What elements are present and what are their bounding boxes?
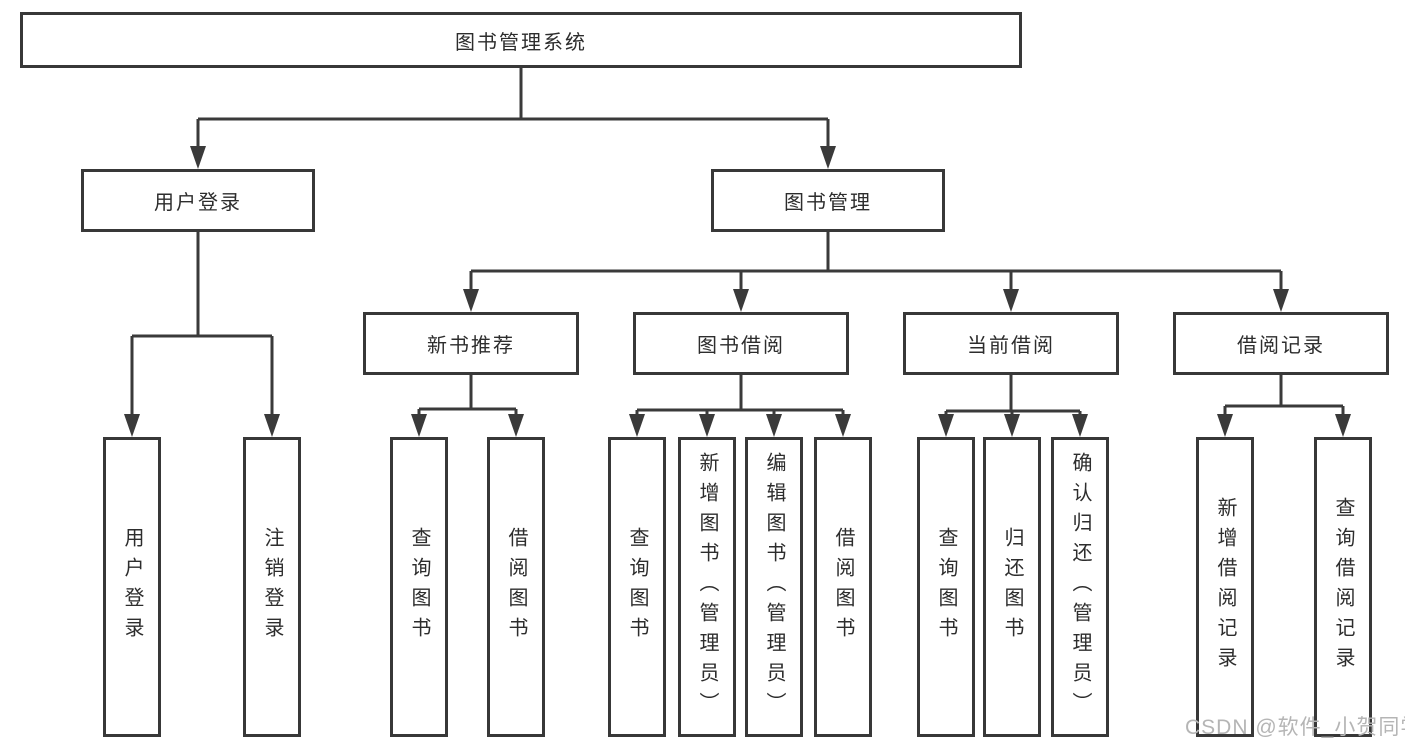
leaf-user-login: 用户登录 [103,437,161,737]
node-current-borrowing-label: 当前借阅 [967,335,1055,357]
node-current-borrowing: 当前借阅 [903,312,1119,375]
arrowhead-down-icon [1335,414,1351,437]
arrowhead-down-icon [699,414,715,437]
leaf-cb-confirm-return-admin-label: 确认归还（管理员） [1069,452,1091,722]
leaf-bb-query-books-label: 查询图书 [626,527,648,647]
leaf-cb-query-books-label: 查询图书 [935,527,957,647]
node-new-book-recommend: 新书推荐 [363,312,579,375]
leaf-bb-query-books: 查询图书 [608,437,666,737]
leaf-nb-borrow-books-label: 借阅图书 [505,527,527,647]
arrowhead-down-icon [1217,414,1233,437]
edge-current-borrow-to-leaves [944,375,1082,418]
leaf-cb-return-books-label: 归还图书 [1001,527,1023,647]
edge-root-to-level1 [196,68,830,150]
arrowhead-down-icon [629,414,645,437]
leaf-bb-borrow-books-label: 借阅图书 [832,527,854,647]
arrowhead-down-icon [1004,414,1020,437]
leaf-nb-query-books: 查询图书 [390,437,448,737]
arrowhead-down-icon [835,414,851,437]
arrowhead-down-icon [938,414,954,437]
leaf-nb-query-books-label: 查询图书 [408,527,430,647]
arrowhead-down-icon [1072,414,1088,437]
leaf-bb-add-books-admin: 新增图书（管理员） [678,437,736,737]
edge-borrow-records-to-leaves [1223,375,1345,418]
arrowhead-down-icon [820,146,836,169]
leaf-logout-label: 注销登录 [261,527,283,647]
leaf-bb-edit-books-admin-label: 编辑图书（管理员） [763,452,785,722]
leaf-user-login-label: 用户登录 [121,527,143,647]
edge-user-login-to-leaves [130,232,274,418]
leaf-cb-query-books: 查询图书 [917,437,975,737]
arrowhead-down-icon [190,146,206,169]
node-borrow-records: 借阅记录 [1173,312,1389,375]
leaf-br-add-record: 新增借阅记录 [1196,437,1254,737]
leaf-br-add-record-label: 新增借阅记录 [1214,497,1236,677]
arrowhead-down-icon [411,414,427,437]
node-book-management: 图书管理 [711,169,945,232]
arrowhead-down-icon [264,414,280,437]
leaf-bb-add-books-admin-label: 新增图书（管理员） [696,452,718,722]
edge-book-borrow-to-leaves [635,375,845,418]
arrowhead-down-icon [463,289,479,312]
node-book-borrowing: 图书借阅 [633,312,849,375]
csdn-watermark: CSDN @软件_小贺同学 [1185,716,1405,739]
leaf-nb-borrow-books: 借阅图书 [487,437,545,737]
node-book-management-label: 图书管理 [784,192,872,214]
leaf-bb-borrow-books: 借阅图书 [814,437,872,737]
leaf-cb-confirm-return-admin: 确认归还（管理员） [1051,437,1109,737]
edge-book-mgmt-to-level2 [469,232,1283,293]
node-library-system: 图书管理系统 [20,12,1022,68]
arrowhead-down-icon [124,414,140,437]
leaf-bb-edit-books-admin: 编辑图书（管理员） [745,437,803,737]
arrowhead-down-icon [1273,289,1289,312]
leaf-br-query-record-label: 查询借阅记录 [1332,497,1354,677]
leaf-logout: 注销登录 [243,437,301,737]
arrowhead-down-icon [733,289,749,312]
arrowhead-down-icon [766,414,782,437]
node-library-system-label: 图书管理系统 [455,31,587,54]
node-user-login-label: 用户登录 [154,192,242,214]
arrowhead-down-icon [508,414,524,437]
arrowhead-down-icon [1003,289,1019,312]
edge-new-books-to-leaves [417,375,518,418]
node-borrow-records-label: 借阅记录 [1237,335,1325,357]
node-new-book-recommend-label: 新书推荐 [427,335,515,357]
node-book-borrowing-label: 图书借阅 [697,335,785,357]
node-user-login: 用户登录 [81,169,315,232]
leaf-br-query-record: 查询借阅记录 [1314,437,1372,737]
leaf-cb-return-books: 归还图书 [983,437,1041,737]
